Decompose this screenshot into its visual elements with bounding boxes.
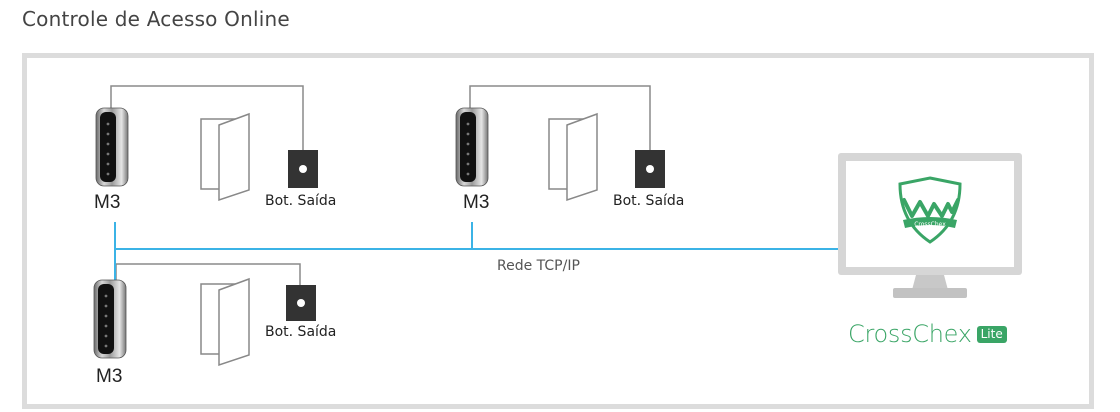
brand-name: CrossChex [848, 320, 972, 348]
door-icon-1 [200, 112, 250, 202]
door-icon-2 [548, 112, 598, 202]
crosschex-brand: CrossChex Lite [848, 320, 1007, 348]
reader-device-2 [455, 107, 489, 187]
reader-device-3 [93, 279, 127, 359]
crosschex-logo-icon: CrossChex [898, 176, 962, 244]
door-icon-3 [200, 277, 250, 367]
network-lines [114, 222, 840, 280]
device-label-2: M3 [463, 192, 490, 213]
exit-button-label-3: Bot. Saída [265, 324, 337, 340]
device-label-1: M3 [94, 192, 121, 213]
logo-text: CrossChex [914, 221, 946, 228]
device-label-3: M3 [96, 366, 123, 387]
network-label: Rede TCP/IP [497, 258, 580, 274]
exit-button-label-1: Bot. Saída [265, 193, 337, 209]
brand-edition-badge: Lite [976, 325, 1007, 343]
page-title: Controle de Acesso Online [22, 7, 290, 31]
exit-button-icon-1 [288, 150, 318, 188]
wire-device-1 [110, 85, 304, 150]
wire-device-2 [469, 85, 651, 150]
reader-device-1 [95, 107, 129, 187]
exit-button-icon-2 [635, 150, 665, 188]
exit-button-icon-3 [286, 285, 316, 321]
exit-button-label-2: Bot. Saída [613, 193, 685, 209]
wire-device-3 [115, 263, 301, 285]
